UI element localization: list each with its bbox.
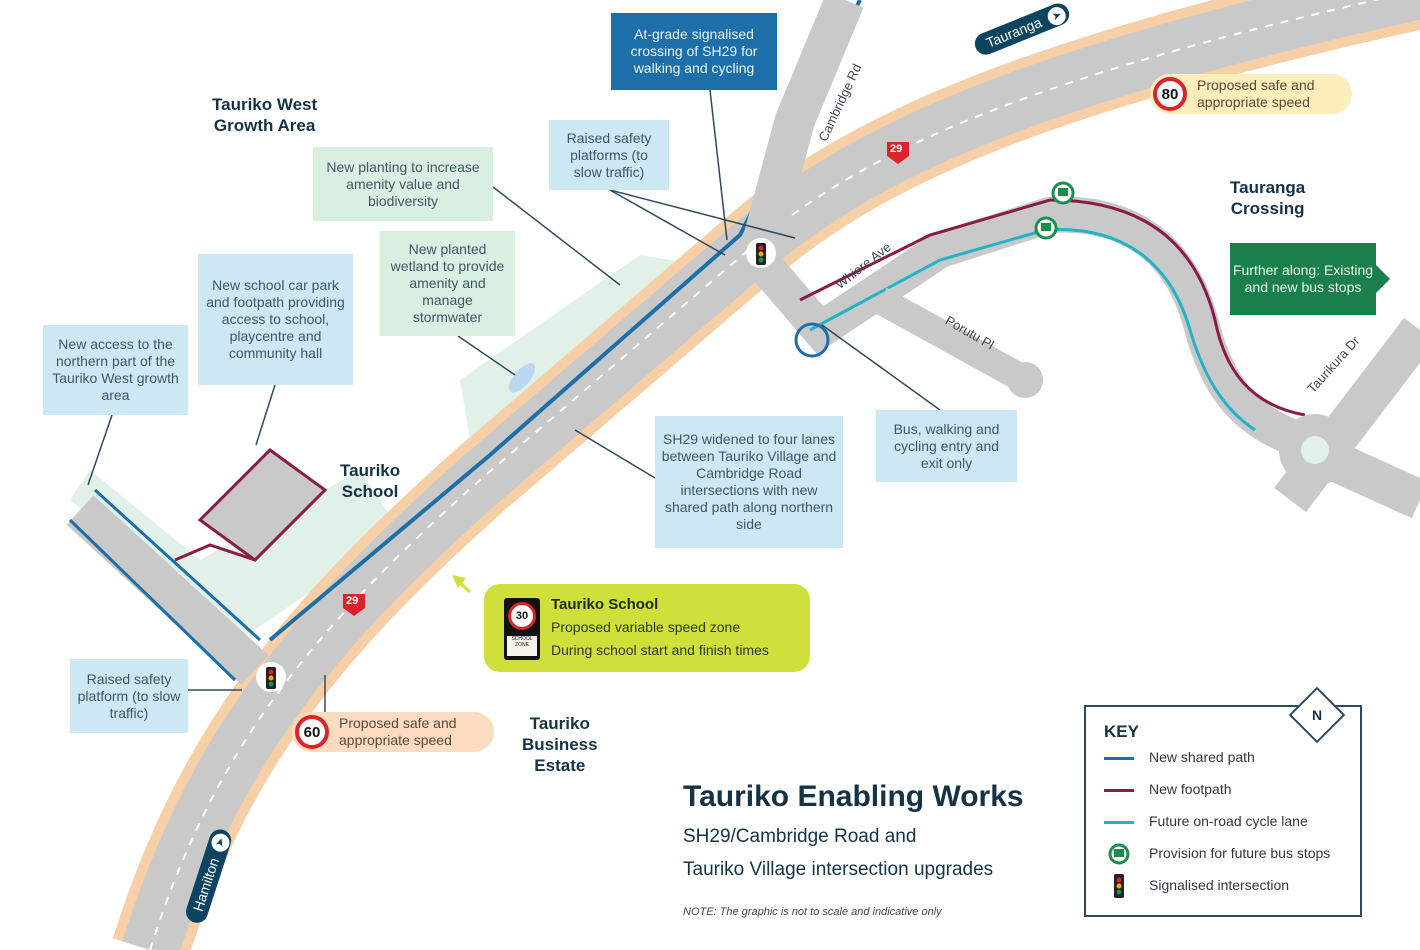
- bus-stop-icon: [1108, 843, 1130, 865]
- sh29-shield-top-label: 29: [890, 143, 903, 155]
- key-label: New shared path: [1149, 749, 1255, 765]
- bus-stop-icon-1: [1051, 181, 1075, 205]
- bus-stop-icon-2: [1034, 216, 1058, 240]
- entry-roundabout: [794, 322, 830, 358]
- school-car-park: [197, 448, 328, 562]
- whiore-ave: [746, 196, 1307, 458]
- school-zone-line1: Proposed variable speed zone: [551, 619, 741, 635]
- map-title: Tauriko Enabling Works: [683, 780, 1024, 813]
- speed-tag-80: 80 Proposed safe and appropriate speed: [1150, 74, 1352, 114]
- west-shared-path: [68, 488, 262, 682]
- map-key: KEY New shared path New footpath Future …: [1084, 705, 1362, 917]
- school-zone-title: Tauriko School: [551, 596, 659, 613]
- car-park-footpath: [174, 543, 256, 562]
- key-row-shared-path: New shared path: [1104, 747, 1354, 769]
- porutu-culdesac: [1007, 362, 1043, 398]
- business-estate-label: Tauriko Business Estate: [522, 714, 598, 775]
- school-zone-sign-icon: 30 SCHOOL ZONE: [504, 598, 540, 660]
- callout-bus-entry: Bus, walking and cycling entry and exit …: [876, 410, 1017, 482]
- porutu-pl: [873, 287, 1032, 393]
- school-zone-line2: During school start and finish times: [551, 642, 769, 658]
- map-subtitle-1: SH29/Cambridge Road and: [683, 826, 917, 847]
- sh29-shield-bottom-label: 29: [346, 595, 359, 607]
- callout-raised-platforms-top: Raised safety platforms (to slow traffic…: [549, 120, 669, 190]
- speed-sign-60-icon: 60: [295, 715, 329, 749]
- callout-school-car-park: New school car park and footpath providi…: [198, 254, 353, 385]
- key-row-footpath: New footpath: [1104, 779, 1354, 801]
- key-label: New footpath: [1149, 781, 1232, 797]
- wetland-pond: [508, 363, 536, 393]
- footpath-whiore: [799, 198, 1306, 417]
- shared-path-swatch: [1104, 757, 1134, 760]
- arrow-left-icon: ➤: [209, 831, 232, 854]
- map-subtitle-2: Tauriko Village intersection upgrades: [683, 859, 994, 880]
- key-label: Provision for future bus stops: [1149, 845, 1331, 861]
- speed-80-text: Proposed safe and appropriate speed: [1197, 77, 1315, 110]
- tauriko-west-label: Tauriko West Growth Area: [212, 95, 318, 135]
- key-label: Future on-road cycle lane: [1149, 813, 1308, 829]
- callout-new-planting: New planting to increase amenity value a…: [313, 147, 493, 221]
- callout-atgrade-crossing: At-grade signalised crossing of SH29 for…: [611, 13, 777, 90]
- green-area-west: [70, 470, 400, 640]
- map-note: NOTE: The graphic is not to scale and in…: [683, 906, 942, 918]
- leader-lines: [87, 89, 941, 712]
- roundabout-island: [1301, 436, 1329, 464]
- traffic-light-icon-top: [746, 238, 776, 268]
- key-title: KEY: [1104, 722, 1139, 741]
- key-row-bus-stops: Provision for future bus stops: [1104, 843, 1354, 865]
- key-row-cycle-lane: Future on-road cycle lane: [1104, 811, 1354, 833]
- sh29-shield-top: [887, 142, 909, 164]
- tauriko-school-label: Tauriko School: [340, 461, 401, 501]
- tauranga-crossing-label: Tauranga Crossing: [1230, 178, 1306, 218]
- callout-raised-platform-bottom: Raised safety platform (to slow traffic): [70, 659, 188, 733]
- key-row-signals: Signalised intersection: [1104, 874, 1354, 898]
- callout-sh29-widened: SH29 widened to four lanes between Tauri…: [655, 416, 843, 548]
- key-label: Signalised intersection: [1149, 877, 1290, 893]
- callout-new-access: New access to the northern part of the T…: [43, 325, 188, 415]
- cambridge-road: [740, 0, 864, 256]
- speed-tag-60: 60 Proposed safe and appropriate speed: [292, 712, 494, 752]
- compass-label: N: [1311, 707, 1323, 723]
- west-access-road: [66, 495, 269, 685]
- callout-further-bus-stops: Further along: Existing and new bus stop…: [1230, 243, 1390, 315]
- footpath-swatch: [1104, 789, 1134, 792]
- school-speed-zone-box: 30 SCHOOL ZONE Tauriko School Proposed v…: [484, 584, 810, 672]
- speed-60-text: Proposed safe and appropriate speed: [339, 715, 457, 748]
- speed-sign-80-icon: 80: [1153, 77, 1187, 111]
- cycle-lane-whiore: [809, 228, 1256, 432]
- cycle-lane-swatch: [1104, 821, 1134, 824]
- traffic-light-icon-bottom: [256, 662, 286, 692]
- traffic-light-icon: [1114, 874, 1124, 898]
- sh29-shield-bottom: [343, 594, 365, 616]
- callout-wetland: New planted wetland to provide amenity a…: [380, 231, 515, 336]
- school-zone-sign-text: SCHOOL ZONE: [507, 636, 537, 656]
- school-zone-speed-value: 30: [508, 602, 536, 630]
